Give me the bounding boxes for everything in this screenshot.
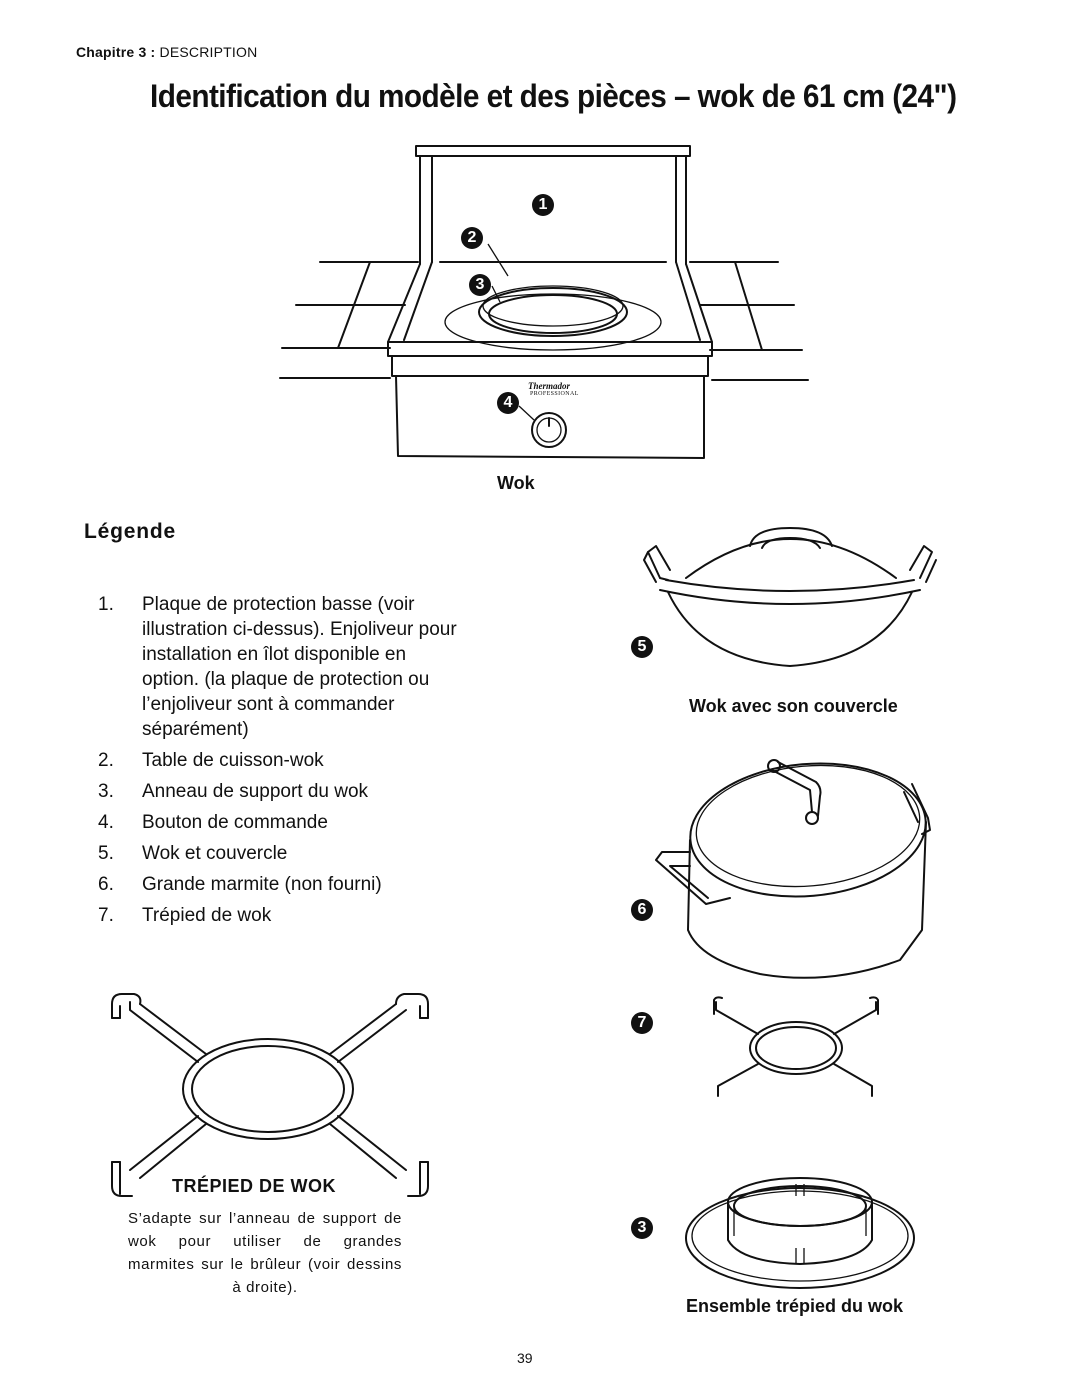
- page-title: Identification du modèle et des pièces –…: [150, 78, 957, 114]
- wok-with-lid-caption: Wok avec son couvercle: [689, 696, 898, 716]
- legend-item-text: Trépied de wok: [142, 905, 272, 926]
- legend-item-number: 6.: [98, 874, 114, 895]
- legend-item-number: 2.: [98, 750, 114, 771]
- brand-logo: Thermador: [528, 381, 571, 391]
- callout-6: 6: [631, 899, 653, 921]
- legend-item-number: 7.: [98, 905, 114, 926]
- legend-item: 7. Trépied de wok: [98, 903, 468, 928]
- legend-item: 5. Wok et couvercle: [98, 841, 468, 866]
- legend-item-text: Wok et couvercle: [142, 843, 288, 864]
- callout-2: 2: [461, 227, 483, 249]
- legend-item-number: 5.: [98, 843, 114, 864]
- callout-3-assembly: 3: [631, 1217, 653, 1239]
- callout-4: 4: [497, 392, 519, 414]
- chapter-header: Chapitre 3 : DESCRIPTION: [76, 44, 257, 60]
- legend-item: 2. Table de cuisson-wok: [98, 748, 468, 773]
- legend-item-text: Table de cuisson-wok: [142, 750, 324, 771]
- legend-item-text: Bouton de commande: [142, 812, 328, 833]
- tripod-title: TRÉPIED DE WOK: [172, 1176, 337, 1196]
- legend-item: 6. Grande marmite (non fourni): [98, 872, 468, 897]
- tripod-assembly-caption: Ensemble trépied du wok: [686, 1296, 904, 1316]
- legend-item-number: 3.: [98, 781, 114, 802]
- brand-subtitle: PROFESSIONAL: [530, 391, 579, 397]
- chapter-section: DESCRIPTION: [159, 44, 258, 60]
- page-number: 39: [517, 1350, 533, 1366]
- legend-list: 1. Plaque de protection basse (voir illus…: [98, 592, 468, 934]
- callout-7: 7: [631, 1012, 653, 1034]
- legend-item: 1. Plaque de protection basse (voir illus…: [98, 592, 468, 742]
- legend-item-number: 4.: [98, 812, 114, 833]
- callout-3: 3: [469, 274, 491, 296]
- callout-1: 1: [532, 194, 554, 216]
- chapter-label: Chapitre 3 :: [76, 44, 156, 60]
- legend-item: 3. Anneau de support du wok: [98, 779, 468, 804]
- tripod-description: S’adapte sur l’anneau de support de wok …: [128, 1210, 402, 1296]
- legend-item-text: Anneau de support du wok: [142, 781, 369, 802]
- legend-item-text: Plaque de protection basse (voir illustr…: [142, 594, 457, 740]
- wok-caption: Wok: [497, 473, 535, 493]
- callout-5: 5: [631, 636, 653, 658]
- legend-item-text: Grande marmite (non fourni): [142, 874, 382, 895]
- legend-item-number: 1.: [98, 594, 114, 615]
- legend-heading: Légende: [84, 520, 176, 543]
- legend-item: 4. Bouton de commande: [98, 810, 468, 835]
